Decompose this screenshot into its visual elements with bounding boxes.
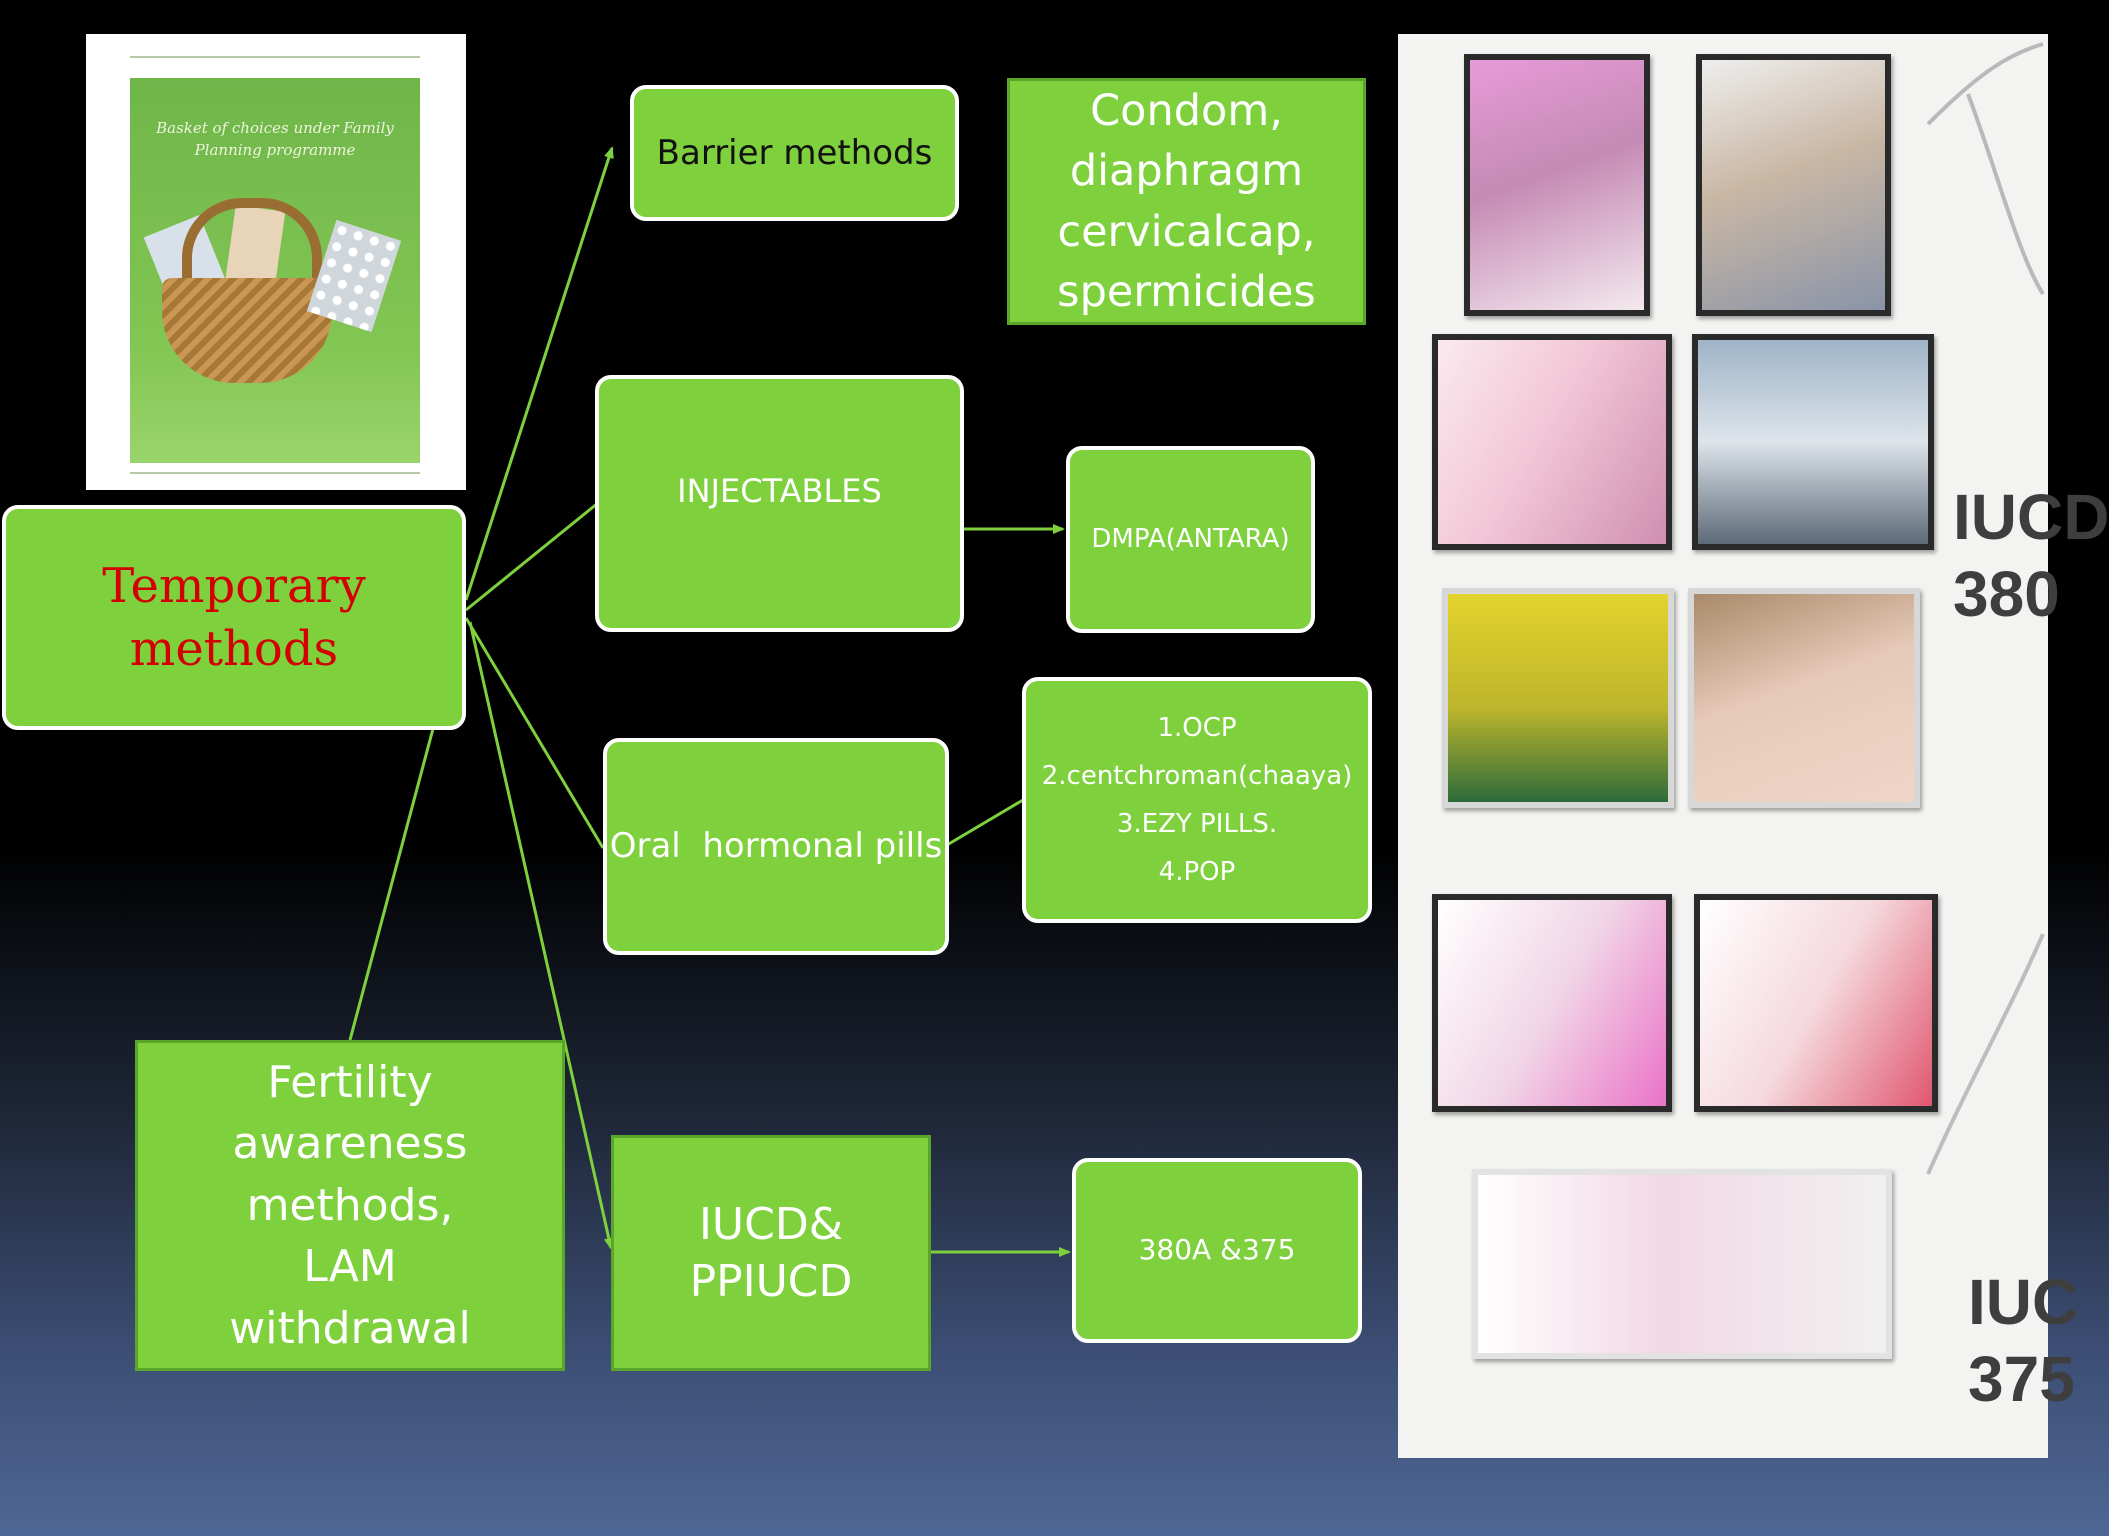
iucd-types-label: 380A &375 (1138, 1233, 1296, 1267)
oral-pills-label: Oral hormonal pills (609, 826, 943, 867)
connector-to-injectables (465, 501, 599, 612)
cover-bottom-rule (130, 472, 420, 474)
contraceptive-ads-image: IUCD 380 IUC 375 (1398, 34, 2109, 1458)
connector-to-iucd (468, 621, 614, 1250)
iucd-label: IUCD& PPIUCD (689, 1198, 853, 1307)
ad-thumbnail (1442, 588, 1674, 808)
ad-thumbnail (1432, 894, 1672, 1112)
connector-to-oral-pills (464, 617, 605, 849)
slide: Basket of choices under Family Planning … (2, 34, 2109, 1458)
temporary-methods-node: Temporary methods (2, 505, 466, 730)
temporary-methods-label: Temporary methods (102, 558, 366, 677)
iucd-375-label: IUC 375 (1968, 1266, 2079, 1415)
cover-green-panel: Basket of choices under Family Planning … (130, 78, 420, 463)
basket-handle-image (182, 198, 322, 328)
basket-image (162, 278, 332, 383)
ad-thumbnail (1692, 334, 1934, 550)
dmpa-node: DMPA(ANTARA) (1066, 446, 1315, 633)
barrier-methods-label: Barrier methods (656, 132, 933, 173)
cover-top-rule (130, 56, 420, 58)
fertility-awareness-node: Fertility awareness methods, LAM withdra… (135, 1040, 565, 1371)
fertility-awareness-label: Fertility awareness methods, LAM withdra… (229, 1056, 471, 1354)
connector-oral-to-list (946, 798, 1024, 847)
ad-thumbnail (1432, 334, 1672, 550)
ad-thumbnail (1464, 54, 1650, 316)
injectables-node: INJECTABLES (595, 375, 964, 632)
oral-pills-node: Oral hormonal pills (603, 738, 949, 955)
ad-thumbnail (1472, 1169, 1892, 1359)
connector-lines (348, 146, 1071, 1257)
barrier-examples-label: Condom, diaphragm cervicalcap, spermicid… (1057, 86, 1316, 317)
barrier-methods-node: Barrier methods (630, 85, 959, 221)
book-cover-title: Basket of choices under Family Planning … (156, 119, 394, 159)
connector-to-fertility (348, 724, 436, 1041)
dmpa-label: DMPA(ANTARA) (1091, 523, 1290, 554)
iucd-device-drawing (1926, 42, 2045, 1175)
ad-thumbnail (1694, 894, 1938, 1112)
iucd-types-node: 380A &375 (1072, 1158, 1362, 1343)
ad-thumbnail (1688, 588, 1920, 808)
injectables-label: INJECTABLES (677, 471, 882, 510)
book-cover-image: Basket of choices under Family Planning … (86, 34, 466, 490)
oral-pills-list-node: 1.OCP 2.centchroman(chaaya) 3.EZY PILLS.… (1022, 677, 1372, 923)
barrier-examples-node: Condom, diaphragm cervicalcap, spermicid… (1007, 78, 1366, 325)
connector-to-barrier (464, 146, 614, 601)
ad-thumbnail (1696, 54, 1891, 316)
iucd-380-label: IUCD 380 (1953, 481, 2109, 630)
iucd-node: IUCD& PPIUCD (611, 1135, 931, 1371)
oral-pills-list: 1.OCP 2.centchroman(chaaya) 3.EZY PILLS.… (1041, 712, 1353, 888)
